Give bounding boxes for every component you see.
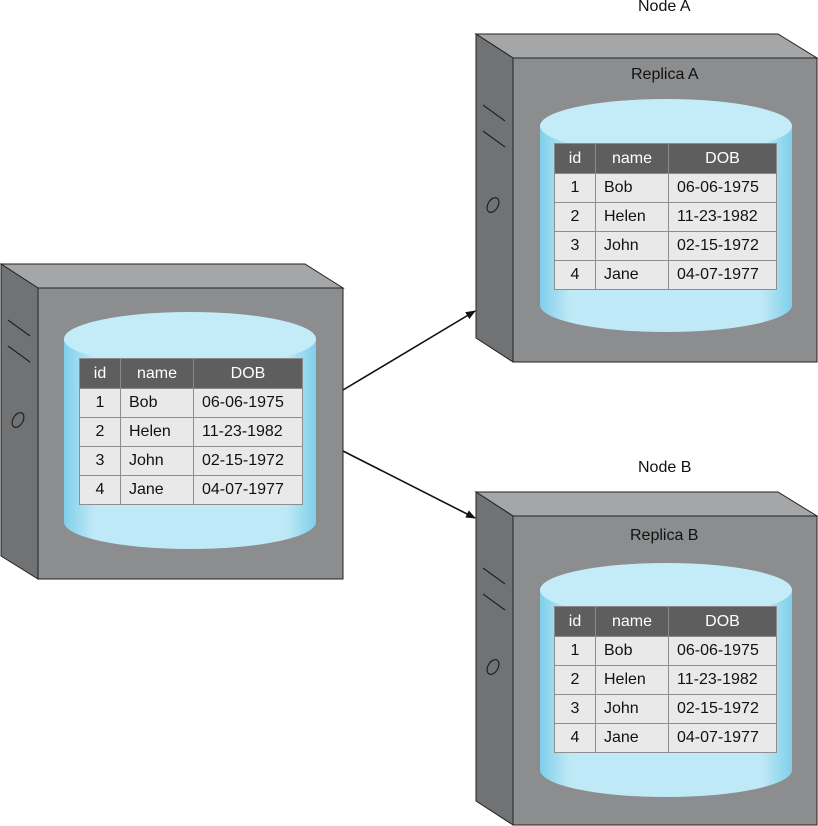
cell-dob: 11-23-1982 [668,665,777,695]
cell-dob: 02-15-1972 [668,694,777,724]
node-b-server-side [475,491,514,826]
cell-name: Helen [595,665,669,695]
node-b-power-button [486,659,500,675]
cell-id: 1 [554,173,596,203]
cell-id: 2 [554,665,596,695]
replica-b-label: Replica B [630,527,699,544]
cell-dob: 04-07-1977 [668,723,777,753]
node-b-drive-slot [482,567,506,585]
cell-dob: 06-06-1975 [668,173,777,203]
cell-id: 3 [554,231,596,261]
cell-name: Helen [595,202,669,232]
column-header-dob: DOB [668,143,777,174]
column-header-name: name [120,358,194,389]
primary-server-side [0,263,39,580]
cell-name: Bob [595,173,669,203]
cell-id: 4 [554,260,596,290]
cell-name: John [120,446,194,476]
cell-id: 4 [554,723,596,753]
primary-drive-slot [7,345,31,363]
column-header-id: id [79,358,121,389]
column-header-dob: DOB [193,358,303,389]
replication-arrow-to-node-b [342,450,476,519]
node-a-power-button [486,197,500,213]
cell-name: John [595,231,669,261]
cell-dob: 06-06-1975 [193,388,303,418]
cell-name: Helen [120,417,194,447]
cell-name: Jane [595,260,669,290]
primary-drive-slot [7,319,31,337]
cell-id: 1 [79,388,121,418]
cell-dob: 11-23-1982 [193,417,303,447]
column-header-dob: DOB [668,606,777,637]
table-header-row: id name DOB [554,143,777,174]
cell-dob: 02-15-1972 [193,446,303,476]
cell-name: John [595,694,669,724]
cell-id: 3 [79,446,121,476]
table-header-row: id name DOB [79,358,303,389]
table-header-row: id name DOB [554,606,777,637]
cell-dob: 02-15-1972 [668,231,777,261]
cell-dob: 06-06-1975 [668,636,777,666]
cell-dob: 04-07-1977 [193,475,303,505]
node-b-label: Node B [638,459,692,476]
cell-id: 4 [79,475,121,505]
column-header-id: id [554,606,596,637]
cell-name: Jane [595,723,669,753]
node-a-label: Node A [638,0,691,15]
cell-id: 2 [79,417,121,447]
node-b-server-top [474,491,818,517]
primary-power-button [11,412,25,428]
cell-id: 3 [554,694,596,724]
node-a-server-top [474,33,818,59]
cell-dob: 11-23-1982 [668,202,777,232]
replication-arrow-to-node-a [342,310,476,391]
column-header-name: name [595,606,669,637]
primary-server-top [0,263,345,289]
node-b-drive-slot [482,593,506,611]
cell-id: 2 [554,202,596,232]
cell-name: Bob [595,636,669,666]
node-a-drive-slot [482,130,506,148]
cell-name: Jane [120,475,194,505]
column-header-name: name [595,143,669,174]
node-a-drive-slot [482,104,506,122]
cell-id: 1 [554,636,596,666]
replica-a-label: Replica A [631,66,699,83]
cell-name: Bob [120,388,194,418]
cell-dob: 04-07-1977 [668,260,777,290]
column-header-id: id [554,143,596,174]
